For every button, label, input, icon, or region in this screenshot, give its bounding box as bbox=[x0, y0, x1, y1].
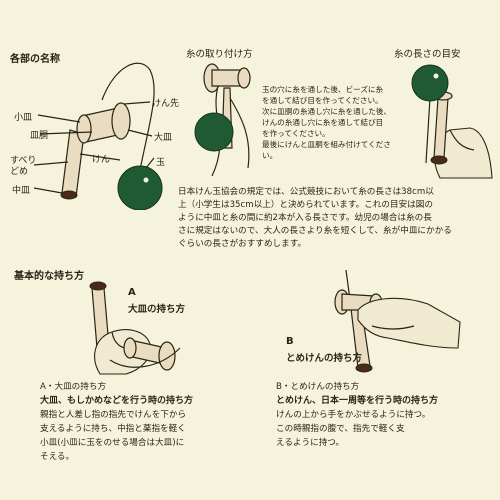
fig-a-caption: 大皿の持ち方 bbox=[128, 304, 186, 315]
rule-line: 日本けん玉協会の規定では、公式競技において糸の長さは38cm以 bbox=[178, 187, 434, 197]
tama-ball bbox=[117, 165, 163, 210]
holding-a-line: 小皿(小皿に玉をのせる場合は大皿)に bbox=[40, 438, 185, 448]
length-string bbox=[425, 97, 431, 164]
holding-b-text-block: B・とめけんの持ち方 とめけん、日本一周等を行う時の持ち方 けんの上から手をかぶ… bbox=[276, 380, 496, 450]
label-suberidome: すべり どめ bbox=[10, 156, 36, 178]
a-ozara bbox=[158, 341, 176, 371]
holding-a-illustration bbox=[89, 281, 181, 375]
holding-a-title: A・大皿の持ち方 bbox=[40, 382, 107, 392]
length-illustration bbox=[411, 64, 493, 179]
attach-heading: 糸の取り付け方 bbox=[186, 49, 253, 60]
a-hand bbox=[94, 329, 152, 375]
holding-b-illustration bbox=[334, 270, 461, 373]
holding-b-line: えるように持つ。 bbox=[276, 438, 345, 448]
attach-ball-svg bbox=[194, 112, 234, 152]
b-chuzara bbox=[355, 363, 373, 373]
label-dou: 皿胴 bbox=[30, 131, 49, 141]
label-ozara: 大皿 bbox=[154, 133, 173, 143]
holding-a-text-block: A・大皿の持ち方 大皿、もしかめなどを行う時の持ち方 親指と人差し指の指先でけん… bbox=[40, 380, 254, 464]
length-chuzara bbox=[430, 155, 448, 165]
label-kensaki: けん先 bbox=[152, 99, 180, 109]
fig-b-letter: B bbox=[286, 336, 294, 347]
attach-text-line: を通して結び目を作ってください。 bbox=[262, 96, 383, 105]
label-kozara: 小皿 bbox=[14, 113, 33, 123]
length-heading: 糸の長さの目安 bbox=[394, 49, 461, 60]
holding-b-line: この時親指の腹で、指先で軽く支 bbox=[276, 424, 405, 434]
label-chuzara: 中皿 bbox=[12, 186, 31, 196]
holding-b-line: けんの上から手をかぶせるように持つ。 bbox=[276, 410, 431, 420]
b-hand bbox=[357, 297, 461, 349]
length-ball bbox=[411, 64, 449, 102]
attach-text-line: 次に皿胴の糸通し穴に糸を通した後、 bbox=[262, 107, 392, 116]
rule-line: ように中皿と糸の間に約2本が入る長さです。幼児の場合は糸の長 bbox=[178, 213, 432, 223]
attach-text-line: 玉の穴に糸を通した後、ビーズに糸 bbox=[262, 85, 384, 94]
kozara-cup bbox=[76, 114, 92, 144]
holding-b-title: B・とめけんの持ち方 bbox=[276, 382, 360, 392]
attach-text-line: けんの糸通し穴に糸を通して結び目 bbox=[262, 118, 384, 127]
holding-b-subtitle: とめけん、日本一周等を行う時の持ち方 bbox=[276, 396, 439, 406]
rule-line: さに規定はないので、大人の長さより糸を短くして、糸が中皿にかかる bbox=[178, 226, 452, 236]
holding-a-line: そえる。 bbox=[40, 452, 75, 462]
chuzara-cup bbox=[60, 190, 78, 200]
rule-line: ぐらいの長さがおすすめします。 bbox=[178, 239, 307, 249]
attach-kozara bbox=[237, 67, 251, 89]
holding-a-line: 支えるように持ち、中指と薬指を軽く bbox=[40, 424, 186, 434]
rule-paragraph: 日本けん玉協会の規定では、公式競技において糸の長さは38cm以 上（小学生は35… bbox=[178, 186, 494, 251]
attach-text-line: 最後にけんと皿胴を組み付けてください。 bbox=[262, 140, 391, 160]
holding-heading: 基本的な持ち方 bbox=[14, 271, 84, 282]
a-chuzara bbox=[89, 281, 107, 291]
fig-b-caption: とめけんの持ち方 bbox=[286, 353, 363, 364]
label-suberidome-line1: すべり bbox=[10, 156, 37, 166]
rule-line: 上（小学生は35cm以上）と決められています。これの目安は図の bbox=[178, 200, 433, 210]
attach-ball bbox=[194, 112, 234, 152]
label-ken: けん bbox=[92, 155, 111, 165]
attach-instructions: 玉の穴に糸を通した後、ビーズに糸 を通して結び目を作ってください。 次に皿胴の糸… bbox=[262, 84, 400, 161]
label-suberidome-line2: どめ bbox=[10, 167, 29, 177]
kendama-parts-illustration bbox=[33, 62, 163, 210]
holding-a-subtitle: 大皿、もしかめなどを行う時の持ち方 bbox=[40, 396, 194, 406]
a-kozara bbox=[123, 337, 137, 359]
tama-hole bbox=[143, 177, 149, 183]
ozara-cup bbox=[111, 102, 131, 140]
string-line bbox=[101, 62, 155, 171]
label-tama: 玉 bbox=[156, 158, 166, 168]
attach-text-line: を作ってください。 bbox=[262, 129, 330, 138]
fig-a-letter: A bbox=[128, 287, 136, 298]
holding-a-line: 親指と人差し指の指先でけんを下から bbox=[40, 410, 187, 420]
parts-heading: 各部の名称 bbox=[10, 54, 60, 65]
